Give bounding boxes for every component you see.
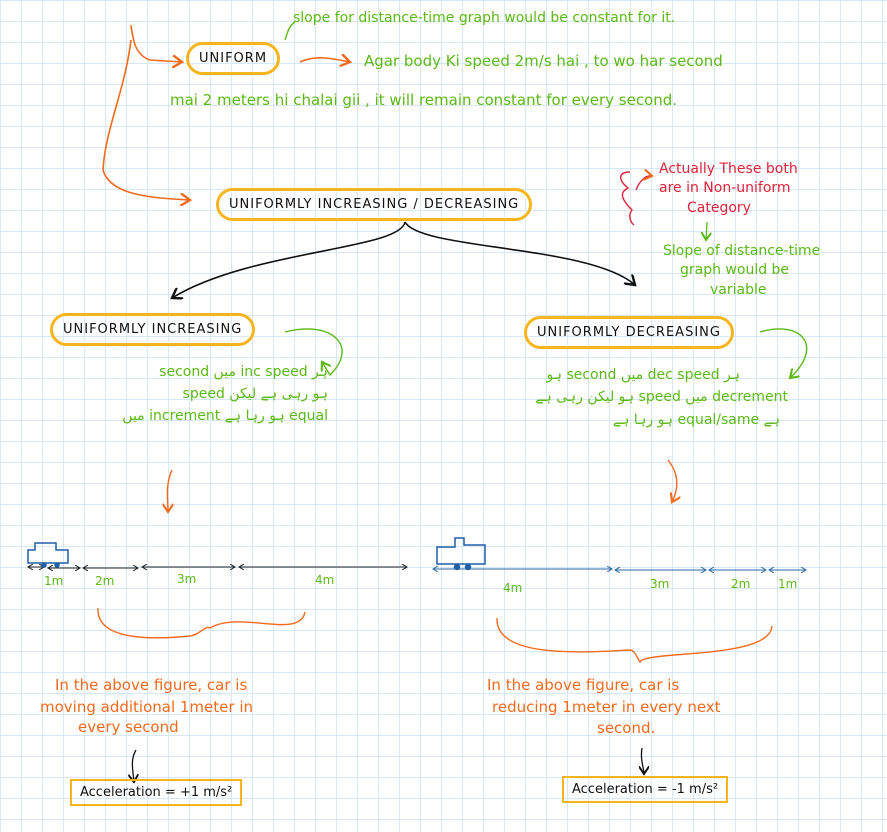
decreasing-text-line1: ہر dec speed میں second ہو	[546, 367, 740, 383]
uniformly-changing-cloud: UNIFORMLY INCREASING / DECREASING	[216, 188, 533, 221]
uniformly-decreasing-cloud: UNIFORMLY DECREASING	[524, 316, 734, 349]
decreasing-text-line2: decrement میں speed ہو لیکن رہی ہے	[535, 389, 788, 405]
uniform-explanation-line1: Agar body Ki speed 2m/s hai , to wo har …	[364, 52, 723, 70]
segment-label: 1m	[778, 577, 798, 591]
increasing-caption-line3: every second	[78, 718, 179, 736]
increasing-text-line1: ہر inc speed میں second	[159, 364, 328, 380]
segment-label: 2m	[731, 577, 751, 591]
non-uniform-note-line1: Actually These both	[659, 161, 798, 177]
uniform-slope-note: slope for distance-time graph would be c…	[293, 10, 676, 26]
increasing-text-line2: ہو رہی ہے لیکن speed	[182, 386, 328, 402]
car-icon	[436, 537, 486, 571]
acceleration-negative-box: Acceleration = -1 m/s²	[562, 776, 729, 803]
decreasing-text-line3: ہے equal/same ہو رہا ہے	[613, 412, 780, 428]
car-icon	[27, 542, 69, 568]
decreasing-caption-line3: second.	[597, 719, 656, 737]
segment-label: 4m	[503, 581, 523, 595]
uniform-explanation-line2: mai 2 meters hi chalai gii , it will rem…	[170, 91, 678, 109]
non-uniform-note-line3: Category	[687, 200, 751, 216]
increasing-text-line3: equal ہو رہا ہے increment میں	[122, 408, 328, 424]
uniformly-increasing-cloud: UNIFORMLY INCREASING	[50, 313, 256, 346]
segment-label: 2m	[95, 574, 115, 588]
segment-label: 3m	[177, 572, 197, 586]
segment-label: 3m	[650, 577, 670, 591]
variable-slope-line2: graph would be	[680, 262, 790, 278]
increasing-caption-line1: In the above figure, car is	[55, 676, 248, 694]
increasing-caption-line2: moving additional 1meter in	[40, 698, 253, 716]
non-uniform-note-line2: are in Non-uniform	[659, 180, 791, 196]
segment-label: 4m	[315, 573, 335, 587]
segment-label: 1m	[44, 574, 64, 588]
variable-slope-line1: Slope of distance-time	[663, 243, 821, 259]
variable-slope-line3: variable	[710, 282, 767, 298]
uniform-cloud: UNIFORM	[186, 42, 281, 75]
acceleration-positive-box: Acceleration = +1 m/s²	[70, 779, 243, 806]
decreasing-caption-line2: reducing 1meter in every next	[492, 698, 721, 716]
decreasing-caption-line1: In the above figure, car is	[487, 676, 680, 694]
